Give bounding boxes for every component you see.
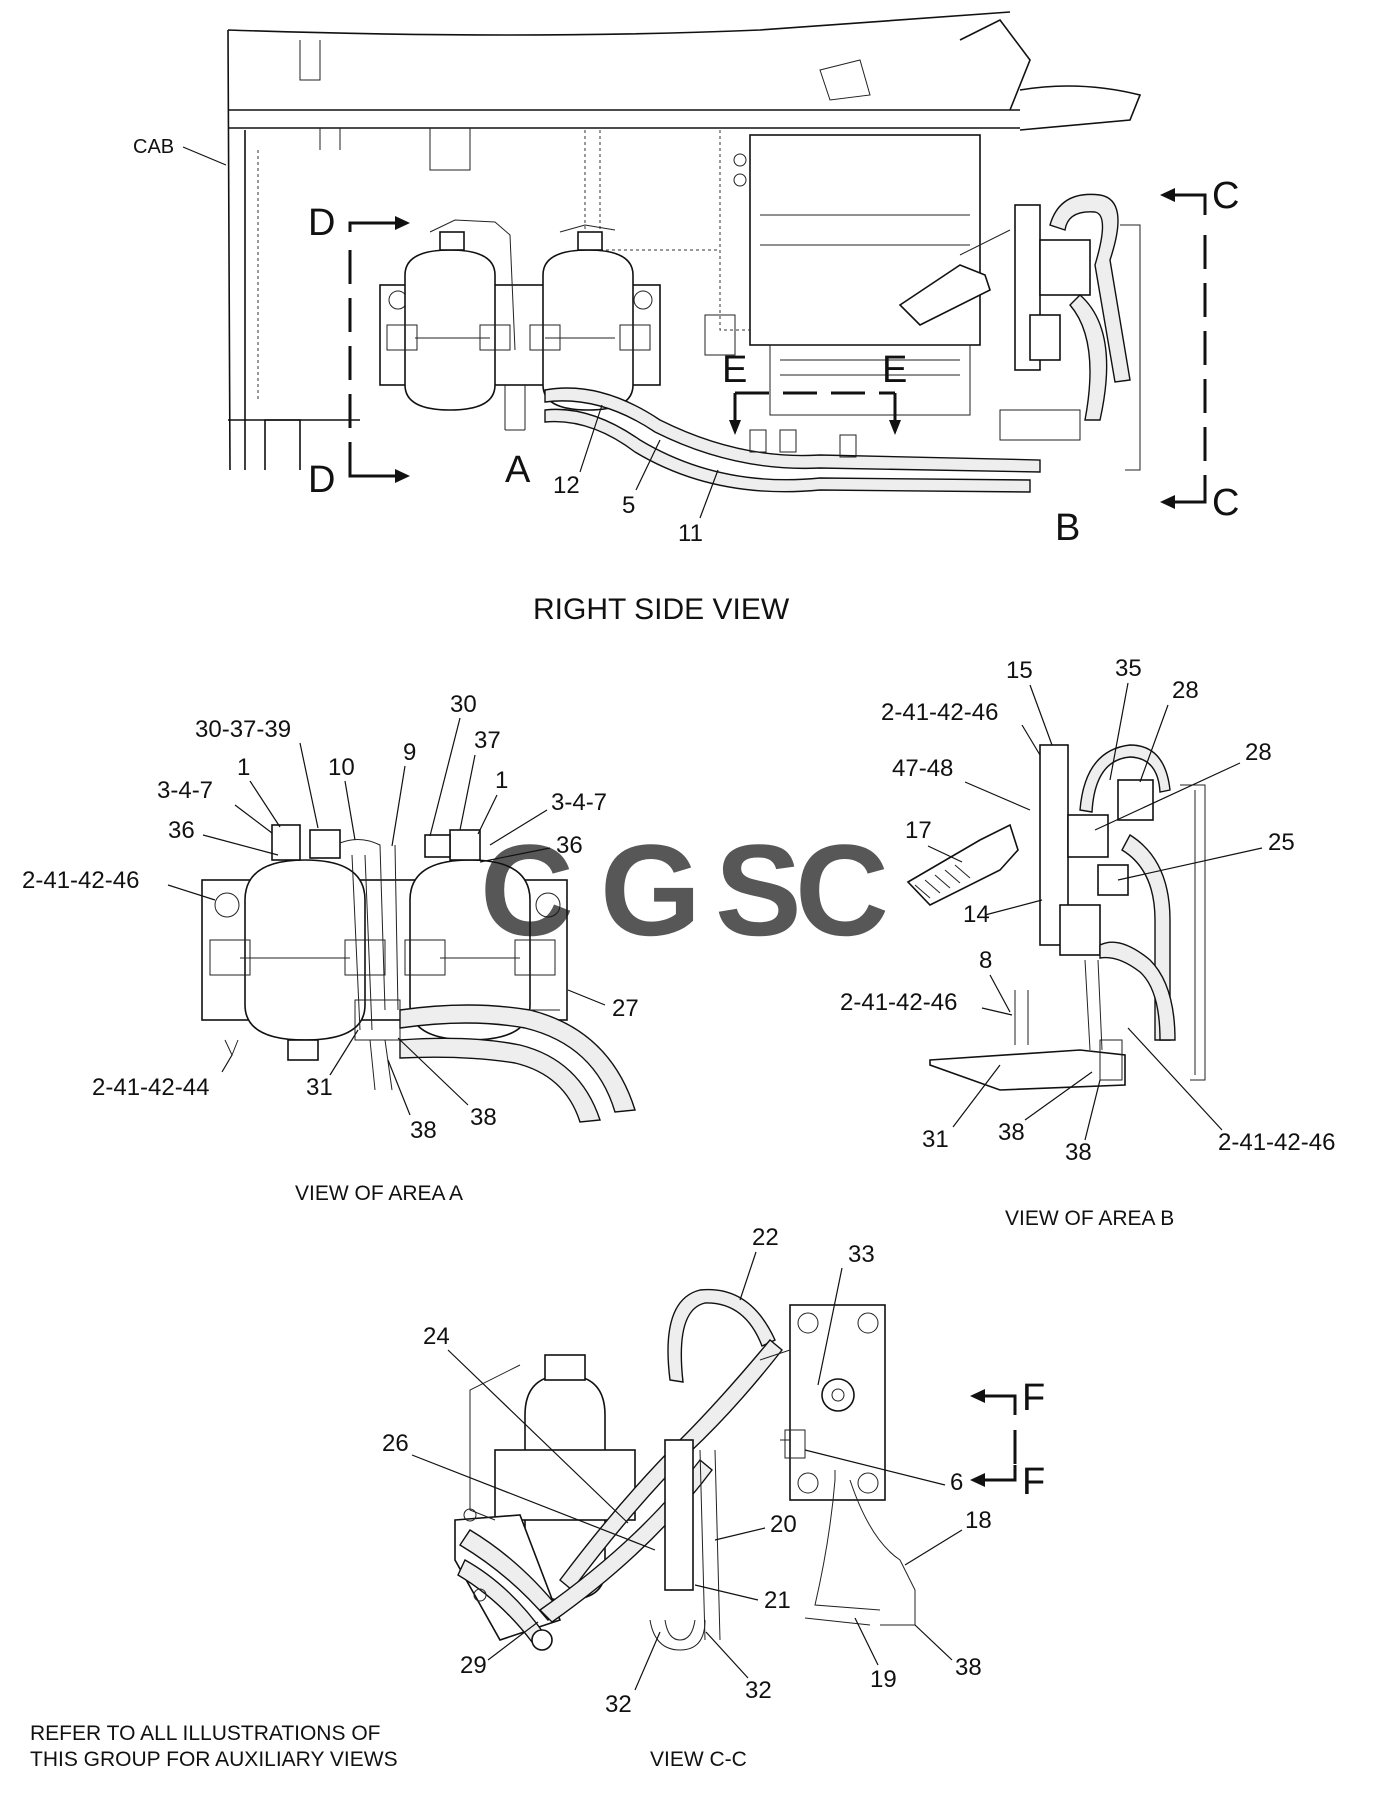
view-c-c: F F 22 33 24 26 6 20 18 21 29 32 32 19 3… xyxy=(382,1224,1045,1771)
callout-b-8: 8 xyxy=(979,947,992,974)
callout-5: 5 xyxy=(622,492,635,519)
view-of-area-a: 30-37-39 30 1 10 9 37 1 3-4-7 3-4-7 36 3… xyxy=(22,691,639,1205)
section-marker-f-top: F xyxy=(1022,1377,1045,1419)
watermark-letter-c1: C xyxy=(480,817,574,963)
callout-b-2-41-42-46-top: 2-41-42-46 xyxy=(881,699,998,726)
watermark-logo: C G S C xyxy=(480,817,889,963)
callout-a-38-left: 38 xyxy=(410,1117,437,1144)
view-of-area-b-caption: VIEW OF AREA B xyxy=(1005,1207,1174,1230)
section-marker-f-bottom: F xyxy=(1022,1461,1045,1503)
callout-a-3-4-7-right: 3-4-7 xyxy=(551,789,607,816)
section-marker-c-top: C xyxy=(1212,175,1239,217)
callout-a-10: 10 xyxy=(328,754,355,781)
callout-cc-22: 22 xyxy=(752,1224,779,1251)
callout-cc-33: 33 xyxy=(848,1241,875,1268)
callout-a-36-left: 36 xyxy=(168,817,195,844)
area-label-b: B xyxy=(1055,507,1080,549)
right-side-view-title: RIGHT SIDE VIEW xyxy=(533,593,790,626)
callout-a-30-37-39: 30-37-39 xyxy=(195,716,291,743)
callout-cc-24: 24 xyxy=(423,1323,450,1350)
section-marker-d-top: D xyxy=(308,202,335,244)
callout-cc-38: 38 xyxy=(955,1654,982,1681)
callout-b-38-right: 38 xyxy=(1065,1139,1092,1166)
callout-a-3-4-7-left: 3-4-7 xyxy=(157,777,213,804)
callout-cc-18: 18 xyxy=(965,1507,992,1534)
view-of-area-b: 15 35 28 2-41-42-46 28 47-48 17 25 14 8 … xyxy=(840,655,1335,1230)
section-marker-c-bottom: C xyxy=(1212,482,1239,524)
watermark-letter-s: S xyxy=(715,817,802,963)
callout-b-25: 25 xyxy=(1268,829,1295,856)
footnote-line-1: REFER TO ALL ILLUSTRATIONS OF xyxy=(30,1722,380,1745)
callout-b-15: 15 xyxy=(1006,657,1033,684)
callout-a-27: 27 xyxy=(612,995,639,1022)
callout-b-2-41-42-46-bottom: 2-41-42-46 xyxy=(1218,1129,1335,1156)
callout-cc-6: 6 xyxy=(950,1469,963,1496)
callout-cc-32-left: 32 xyxy=(605,1691,632,1718)
callout-cc-20: 20 xyxy=(770,1511,797,1538)
callout-a-1-right: 1 xyxy=(495,767,508,794)
callout-b-28-mid: 28 xyxy=(1245,739,1272,766)
view-of-area-a-caption: VIEW OF AREA A xyxy=(295,1182,463,1205)
right-side-view: D D C C E E CAB A B 12 5 11 RIGHT SIDE V… xyxy=(133,11,1239,626)
callout-b-47-48: 47-48 xyxy=(892,755,953,782)
watermark-letter-g: G xyxy=(600,817,701,963)
callout-b-2-41-42-46-mid: 2-41-42-46 xyxy=(840,989,957,1016)
watermark-letter-c2: C xyxy=(795,817,889,963)
callout-cc-19: 19 xyxy=(870,1666,897,1693)
callout-b-38-left: 38 xyxy=(998,1119,1025,1146)
callout-a-37: 37 xyxy=(474,727,501,754)
callout-b-31: 31 xyxy=(922,1126,949,1153)
callout-a-36-right: 36 xyxy=(556,832,583,859)
footnote-line-2: THIS GROUP FOR AUXILIARY VIEWS xyxy=(30,1748,398,1771)
callout-b-28-top: 28 xyxy=(1172,677,1199,704)
callout-a-38-right: 38 xyxy=(470,1104,497,1131)
callout-cc-32-right: 32 xyxy=(745,1677,772,1704)
view-c-c-caption: VIEW C-C xyxy=(650,1748,747,1771)
section-marker-e-left: E xyxy=(722,349,747,391)
callout-a-31: 31 xyxy=(306,1074,333,1101)
callout-cc-26: 26 xyxy=(382,1430,409,1457)
callout-a-2-41-42-46: 2-41-42-46 xyxy=(22,867,139,894)
callout-cc-29: 29 xyxy=(460,1652,487,1679)
callout-11: 11 xyxy=(678,520,703,547)
callout-a-1-left: 1 xyxy=(237,754,250,781)
callout-a-30: 30 xyxy=(450,691,477,718)
callout-a-9: 9 xyxy=(403,739,416,766)
callout-b-35: 35 xyxy=(1115,655,1142,682)
callout-cc-21: 21 xyxy=(764,1587,791,1614)
section-marker-d-bottom: D xyxy=(308,459,335,501)
callout-b-17: 17 xyxy=(905,817,932,844)
area-label-a: A xyxy=(505,449,531,491)
callout-a-2-41-42-44: 2-41-42-44 xyxy=(92,1074,209,1101)
cab-label: CAB xyxy=(133,136,174,158)
callout-12: 12 xyxy=(553,472,580,499)
section-marker-e-right: E xyxy=(882,349,907,391)
